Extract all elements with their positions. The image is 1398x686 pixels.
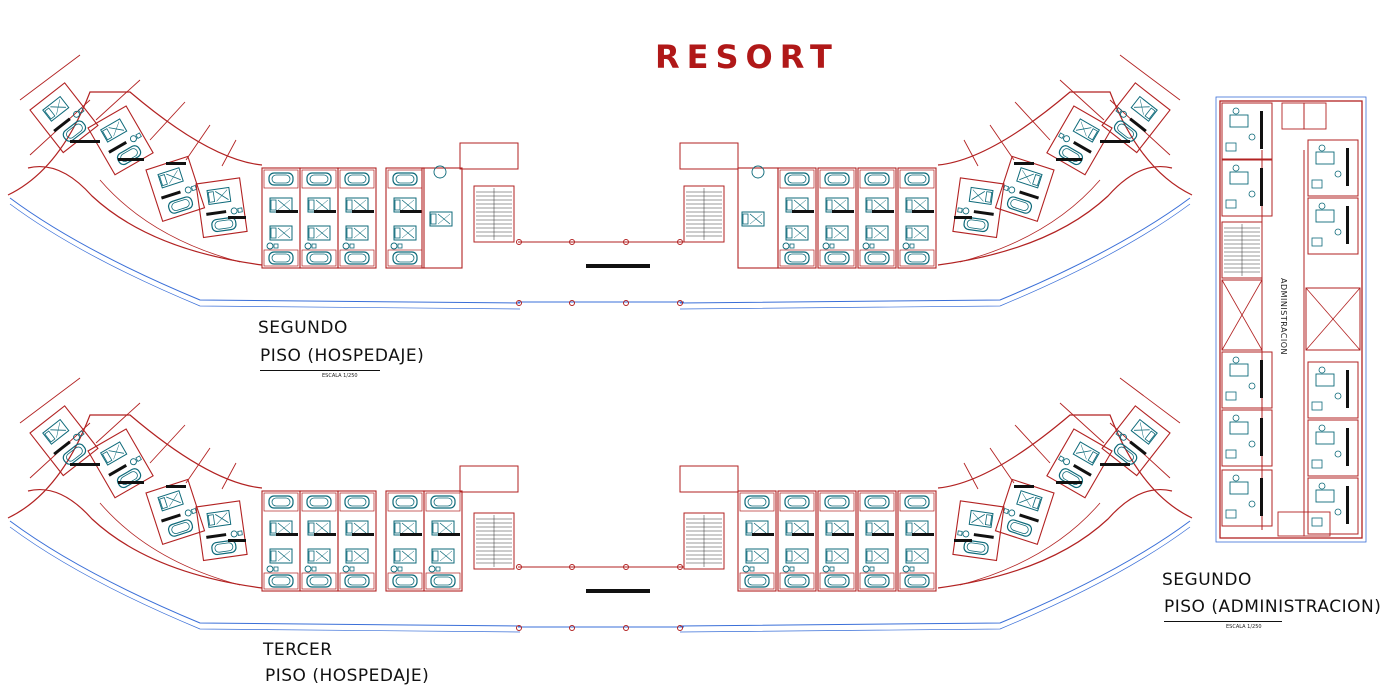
plan-1-title-line1: SEGUNDO: [258, 318, 348, 338]
page-title: RESORT: [655, 38, 839, 76]
plan-3-title-line1: SEGUNDO: [1162, 570, 1252, 590]
plan-3-title-line2: PISO (ADMINISTRACION): [1164, 597, 1382, 617]
plan-1-title-line2: PISO (HOSPEDAJE): [260, 346, 425, 366]
plan-3-scale: ESCALA 1/250: [1226, 624, 1262, 630]
plan-2-title-line1: TERCER: [263, 640, 333, 660]
plan-2-title-line2: PISO (HOSPEDAJE): [265, 666, 430, 686]
plan-1-underline: [260, 370, 380, 371]
plan-administration: [1215, 96, 1367, 543]
plan-1-scale: ESCALA 1/250: [322, 373, 358, 379]
plan-third-floor-lodging: [8, 378, 1192, 632]
plan-3-underline: [1164, 621, 1282, 622]
plan-second-floor-lodging: [8, 55, 1192, 309]
admin-room-label: ADMINISTRACION: [1279, 278, 1288, 355]
